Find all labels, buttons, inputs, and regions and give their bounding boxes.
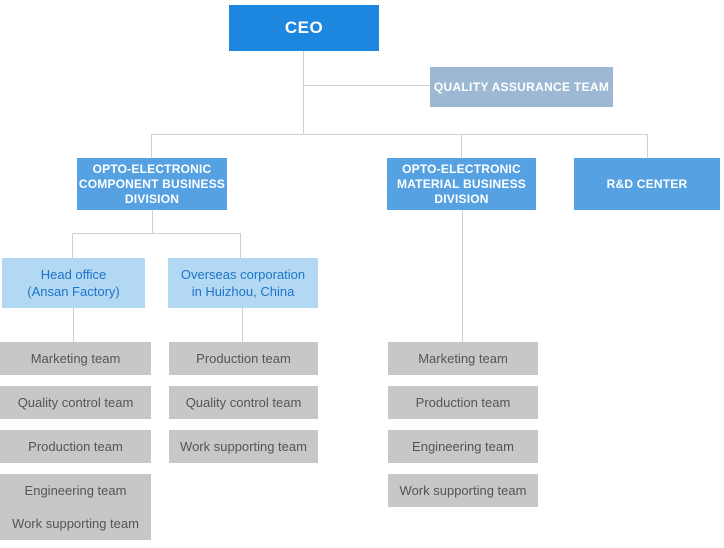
branch-node-head-office: Head office (Ansan Factory): [2, 258, 145, 308]
team-node: Work supporting team: [169, 430, 318, 463]
team-node: Work supporting team: [388, 474, 538, 507]
connector-line: [462, 210, 463, 342]
connector-line: [73, 308, 74, 342]
ceo-node: CEO: [229, 5, 379, 51]
team-node: Work supporting team: [0, 507, 151, 540]
team-node: Engineering team: [388, 430, 538, 463]
connector-line: [151, 134, 152, 158]
division-node-component: OPTO-ELECTRONIC COMPONENT BUSINESS DIVIS…: [77, 158, 227, 210]
team-node: Engineering team: [0, 474, 151, 507]
connector-line: [240, 233, 241, 258]
connector-line: [152, 210, 153, 233]
connector-line: [72, 233, 73, 258]
connector-line: [303, 51, 304, 134]
connector-line: [242, 308, 243, 342]
connector-line: [72, 233, 241, 234]
team-node: Marketing team: [0, 342, 151, 375]
division-node-material: OPTO-ELECTRONIC MATERIAL BUSINESS DIVISI…: [387, 158, 536, 210]
team-node: Production team: [169, 342, 318, 375]
team-node: Production team: [0, 430, 151, 463]
branch-node-overseas: Overseas corporation in Huizhou, China: [168, 258, 318, 308]
team-node: Marketing team: [388, 342, 538, 375]
connector-line: [303, 85, 430, 86]
team-node: Quality control team: [0, 386, 151, 419]
connector-line: [151, 134, 648, 135]
team-node: Production team: [388, 386, 538, 419]
quality-assurance-team-node: QUALITY ASSURANCE TEAM: [430, 67, 613, 107]
team-node: Quality control team: [169, 386, 318, 419]
division-node-rnd-center: R&D CENTER: [574, 158, 720, 210]
connector-line: [461, 134, 462, 158]
connector-line: [647, 134, 648, 158]
